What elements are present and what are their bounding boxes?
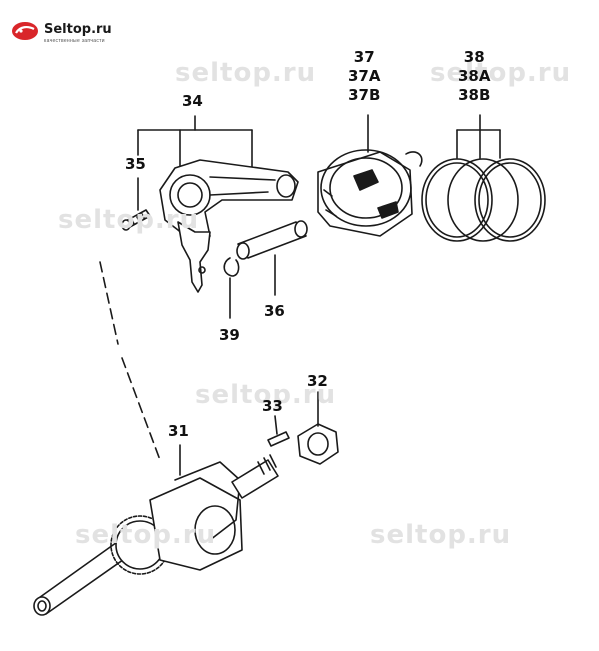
callout-37b-line: 37B [348, 86, 381, 104]
connecting-rod [159, 159, 299, 251]
callout-38-line: 38 [463, 48, 485, 66]
brand-tagline: качественные запчасти [44, 38, 105, 44]
callout-31: 31 [168, 422, 189, 440]
watermark: seltop.ru [175, 58, 317, 88]
leader-38 [456, 114, 501, 159]
brand-logo[interactable]: Seltop.ru качественные запчасти [8, 18, 128, 48]
callout-37-line: 37 [353, 48, 375, 66]
watermark: seltop.ru [370, 520, 512, 550]
callout-38a-line: 38A [458, 67, 491, 85]
callout-32: 32 [307, 372, 328, 390]
callout-35: 35 [125, 155, 146, 173]
watermark: seltop.ru [75, 520, 217, 550]
leader-33 [274, 415, 278, 435]
callout-37: 37 37A 37B [348, 48, 380, 105]
watermark: seltop.ru [430, 58, 572, 88]
assembly-line [99, 261, 161, 461]
piston-rings [421, 158, 546, 242]
circlip [223, 257, 240, 277]
leader-34 [137, 115, 253, 171]
flange-nut [297, 423, 339, 465]
callout-34: 34 [182, 92, 203, 110]
watermark: seltop.ru [58, 205, 200, 235]
brand-logo-icon [12, 22, 38, 40]
callout-38b-line: 38B [458, 86, 491, 104]
callout-38: 38 38A 38B [458, 48, 490, 105]
rod-cap [177, 221, 211, 293]
callout-39: 39 [219, 326, 240, 344]
callout-37a-line: 37A [348, 67, 381, 85]
callout-36: 36 [264, 302, 285, 320]
piston-clip [405, 151, 423, 167]
rod-bolt [121, 209, 151, 231]
watermark: seltop.ru [195, 380, 337, 410]
brand-name: Seltop.ru [44, 22, 112, 37]
piston-pin [236, 220, 308, 260]
woodruff-key [267, 431, 290, 447]
callout-33: 33 [262, 397, 283, 415]
piston [317, 149, 413, 237]
crankshaft [33, 454, 279, 616]
